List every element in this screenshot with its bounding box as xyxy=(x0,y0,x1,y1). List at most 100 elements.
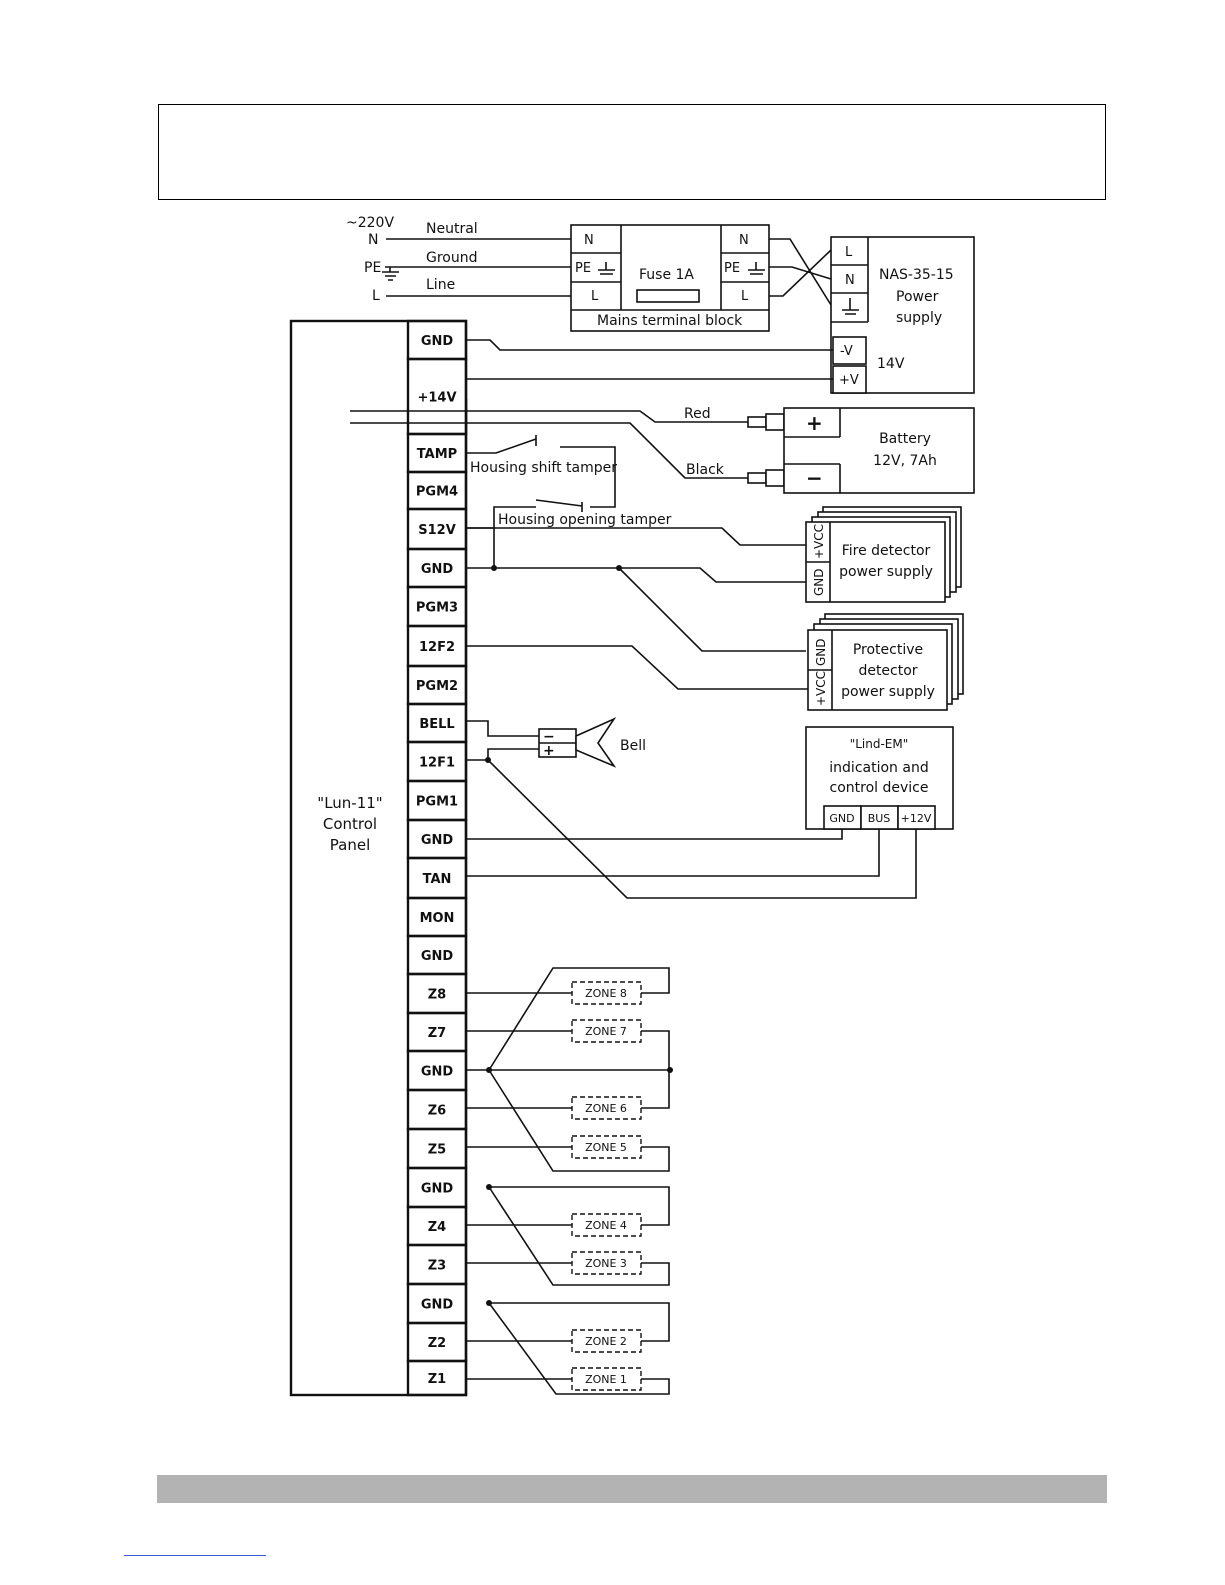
terminal-left-n: N xyxy=(584,233,594,248)
lind-em-device: "Lind-EM" indication and control device … xyxy=(805,726,954,830)
panel-terminal-strip: GND+14VTAMPPGM4S12VGNDPGM312F2PGM2BELL12… xyxy=(406,319,468,1397)
mains-pe-label: PE xyxy=(364,260,381,276)
terminal-label-12f1: 12F1 xyxy=(419,756,455,771)
terminal-label-pgm1: PGM1 xyxy=(416,795,458,810)
terminal-label-gnd: GND xyxy=(421,949,454,964)
terminal-label-14v: +14V xyxy=(417,391,456,406)
12f1-to-bell-wire xyxy=(466,748,539,761)
gnd-to-psu-wire xyxy=(466,339,833,351)
battery-spec: 12V, 7Ah xyxy=(873,453,937,469)
black-wire-label: Black xyxy=(686,462,725,478)
terminal-right-pe: PE xyxy=(724,261,740,276)
bell-minus: − xyxy=(543,729,555,745)
12f2-to-prot-psu-wire xyxy=(466,645,808,690)
prot-psu-vcc: +VCC xyxy=(814,671,828,706)
red-wire-label: Red xyxy=(684,406,711,422)
12f1-to-lind-12v-wire xyxy=(487,759,917,899)
battery-plus: + xyxy=(806,411,823,435)
terminal-gap xyxy=(407,399,467,433)
neutral-wire-label: Neutral xyxy=(426,221,478,237)
black-wire xyxy=(350,422,748,479)
terminal-label-tamp: TAMP xyxy=(417,447,457,462)
terminal-label-z6: Z6 xyxy=(428,1104,446,1119)
zone-gnd-junction-3 xyxy=(486,1184,492,1190)
prot-psu-label-3: power supply xyxy=(841,684,935,700)
zone-gnd-junction-2 xyxy=(667,1067,673,1073)
terminal-left-ground-icon xyxy=(598,262,615,275)
zone-box xyxy=(571,1329,642,1353)
fire-psu-gnd: GND xyxy=(812,568,826,596)
mains-voltage-label: ~220V xyxy=(346,215,394,231)
battery: + − Battery 12V, 7Ah xyxy=(783,407,975,494)
footer-link-underline xyxy=(124,1555,266,1556)
zone-gnd-junction-4 xyxy=(486,1300,492,1306)
terminal-box xyxy=(406,1359,468,1397)
zone-box xyxy=(571,1367,642,1391)
mains-to-psu-wires xyxy=(769,238,832,306)
prot-psu-label-2: detector xyxy=(858,663,917,679)
terminal-label-gnd: GND xyxy=(421,562,454,577)
zone-label-7: ZONE 7 xyxy=(585,1025,627,1038)
zone-label-1: ZONE 1 xyxy=(585,1373,627,1386)
lind-line-1: indication and xyxy=(829,760,928,776)
zone-box xyxy=(571,1213,642,1237)
terminal-label-gnd: GND xyxy=(421,1298,454,1313)
footer-bar xyxy=(157,1475,1107,1503)
housing-shift-tamper xyxy=(466,435,616,529)
mains-n-label: N xyxy=(368,232,378,248)
bell: − + Bell xyxy=(538,717,646,768)
fire-psu-vcc: +VCC xyxy=(812,524,826,559)
zone-label-8: ZONE 8 xyxy=(585,987,627,1000)
terminal-label-z5: Z5 xyxy=(428,1143,446,1158)
prot-psu-label: Protective xyxy=(853,642,923,658)
line-wire-label: Line xyxy=(426,277,455,293)
terminal-label-z1: Z1 xyxy=(428,1372,446,1387)
psu-in-l: L xyxy=(845,245,853,260)
mains-l-label: L xyxy=(372,288,380,304)
terminal-label-s12v: S12V xyxy=(418,523,456,538)
terminal-label-z4: Z4 xyxy=(428,1220,446,1235)
zone-box xyxy=(571,1019,642,1043)
psu-out-plus: +V xyxy=(839,373,859,388)
zone-box xyxy=(571,1096,642,1120)
terminal-label-z2: Z2 xyxy=(428,1336,446,1351)
protective-detector-psu: GND +VCC Protective detector power suppl… xyxy=(807,613,964,711)
terminal-label-pgm4: PGM4 xyxy=(416,485,458,500)
zone-wiring xyxy=(466,967,670,1395)
fuse-symbol xyxy=(636,289,700,303)
psu-name-2: Power xyxy=(896,289,939,305)
fire-psu-label: Fire detector xyxy=(842,543,931,559)
fire-detector-psu: +VCC GND Fire detector power supply xyxy=(805,506,962,603)
tan-to-lind-bus-wire xyxy=(466,829,880,877)
zone-label-6: ZONE 6 xyxy=(585,1102,627,1115)
terminal-label-bell: BELL xyxy=(419,717,454,732)
zone-label-5: ZONE 5 xyxy=(585,1141,627,1154)
mains-ground-icon xyxy=(382,267,399,281)
housing-shift-tamper-label: Housing shift tamper xyxy=(470,460,617,476)
gnd-junction-1 xyxy=(491,565,497,571)
terminal-right-l: L xyxy=(741,289,749,304)
gnd-to-lind-wire xyxy=(466,829,843,840)
panel-label-3: Panel xyxy=(330,836,370,854)
terminal-label-z8: Z8 xyxy=(428,988,446,1003)
lind-12v: +12V xyxy=(901,812,932,825)
zone-gnd-junction-1 xyxy=(486,1067,492,1073)
psu-name: NAS-35-15 xyxy=(879,267,954,283)
terminal-label-gnd: GND xyxy=(421,334,454,349)
zone-box xyxy=(571,981,642,1005)
prot-psu-gnd: GND xyxy=(814,638,828,666)
gnd-to-prot-psu-wire xyxy=(618,567,806,652)
terminal-label-tan: TAN xyxy=(423,872,452,887)
fire-psu-label-2: power supply xyxy=(839,564,933,580)
ground-wire-label: Ground xyxy=(426,250,478,266)
terminal-label-gnd: GND xyxy=(421,1065,454,1080)
terminal-right-ground-icon xyxy=(748,262,765,275)
bell-plus: + xyxy=(543,743,555,759)
housing-opening-tamper-label: Housing opening tamper xyxy=(498,512,672,528)
zone-box xyxy=(571,1135,642,1159)
mains-terminal-block: N PE L N PE L Fuse 1A Mains terminal blo… xyxy=(570,224,770,332)
bell-label: Bell xyxy=(620,738,646,754)
lind-title: "Lind-EM" xyxy=(850,737,909,751)
terminal-right-n: N xyxy=(739,233,749,248)
